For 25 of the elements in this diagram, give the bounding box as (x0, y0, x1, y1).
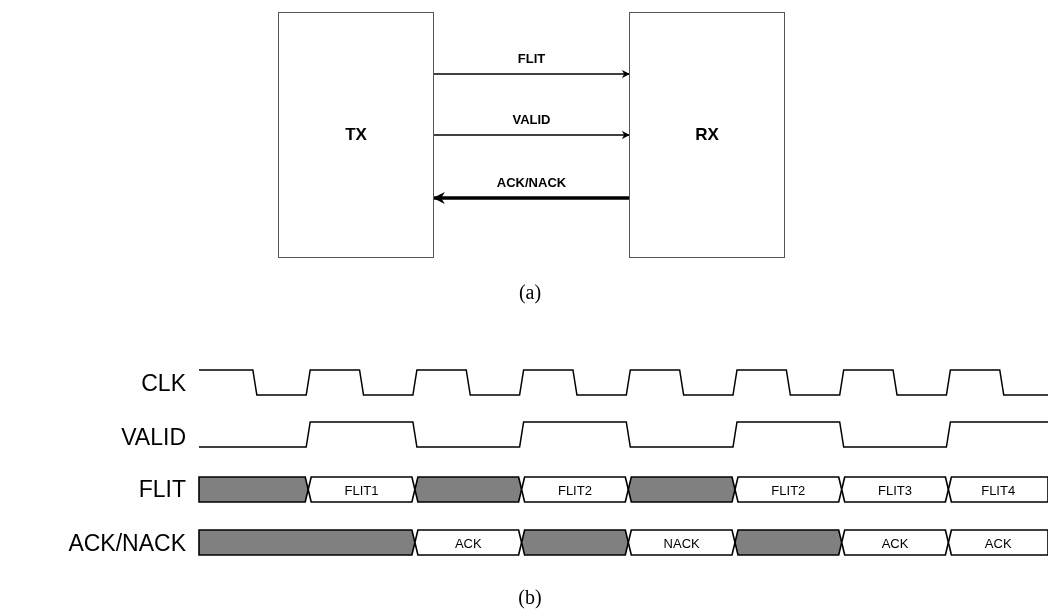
arrow (433, 70, 630, 78)
edge-label: ACK/NACK (494, 176, 569, 189)
block-box (278, 12, 434, 258)
block-label: RX (695, 124, 719, 147)
signal-value: ACK (984, 536, 1012, 549)
signal-value: FLIT2 (771, 483, 806, 496)
block-box (629, 12, 785, 258)
signal-value: FLIT1 (344, 483, 379, 496)
signal-value: ACK (454, 536, 482, 549)
signal-value: FLIT2 (557, 483, 592, 496)
arrow (432, 192, 629, 204)
signal-name: FLIT (138, 477, 186, 501)
signal-name: ACK/NACK (68, 531, 186, 555)
figure-caption: (a) (518, 282, 542, 302)
arrow (433, 131, 630, 139)
signal-name: VALID (121, 425, 186, 449)
figure-caption: (b) (518, 587, 542, 607)
edge-label: FLIT (515, 52, 548, 65)
signal-name: CLK (141, 371, 186, 395)
edge-label: VALID (510, 113, 553, 126)
signal-value: NACK (663, 536, 700, 549)
signal-value: ACK (881, 536, 909, 549)
signal-value: FLIT3 (878, 483, 913, 496)
signal-value: FLIT4 (981, 483, 1016, 496)
block-label: TX (345, 124, 367, 147)
